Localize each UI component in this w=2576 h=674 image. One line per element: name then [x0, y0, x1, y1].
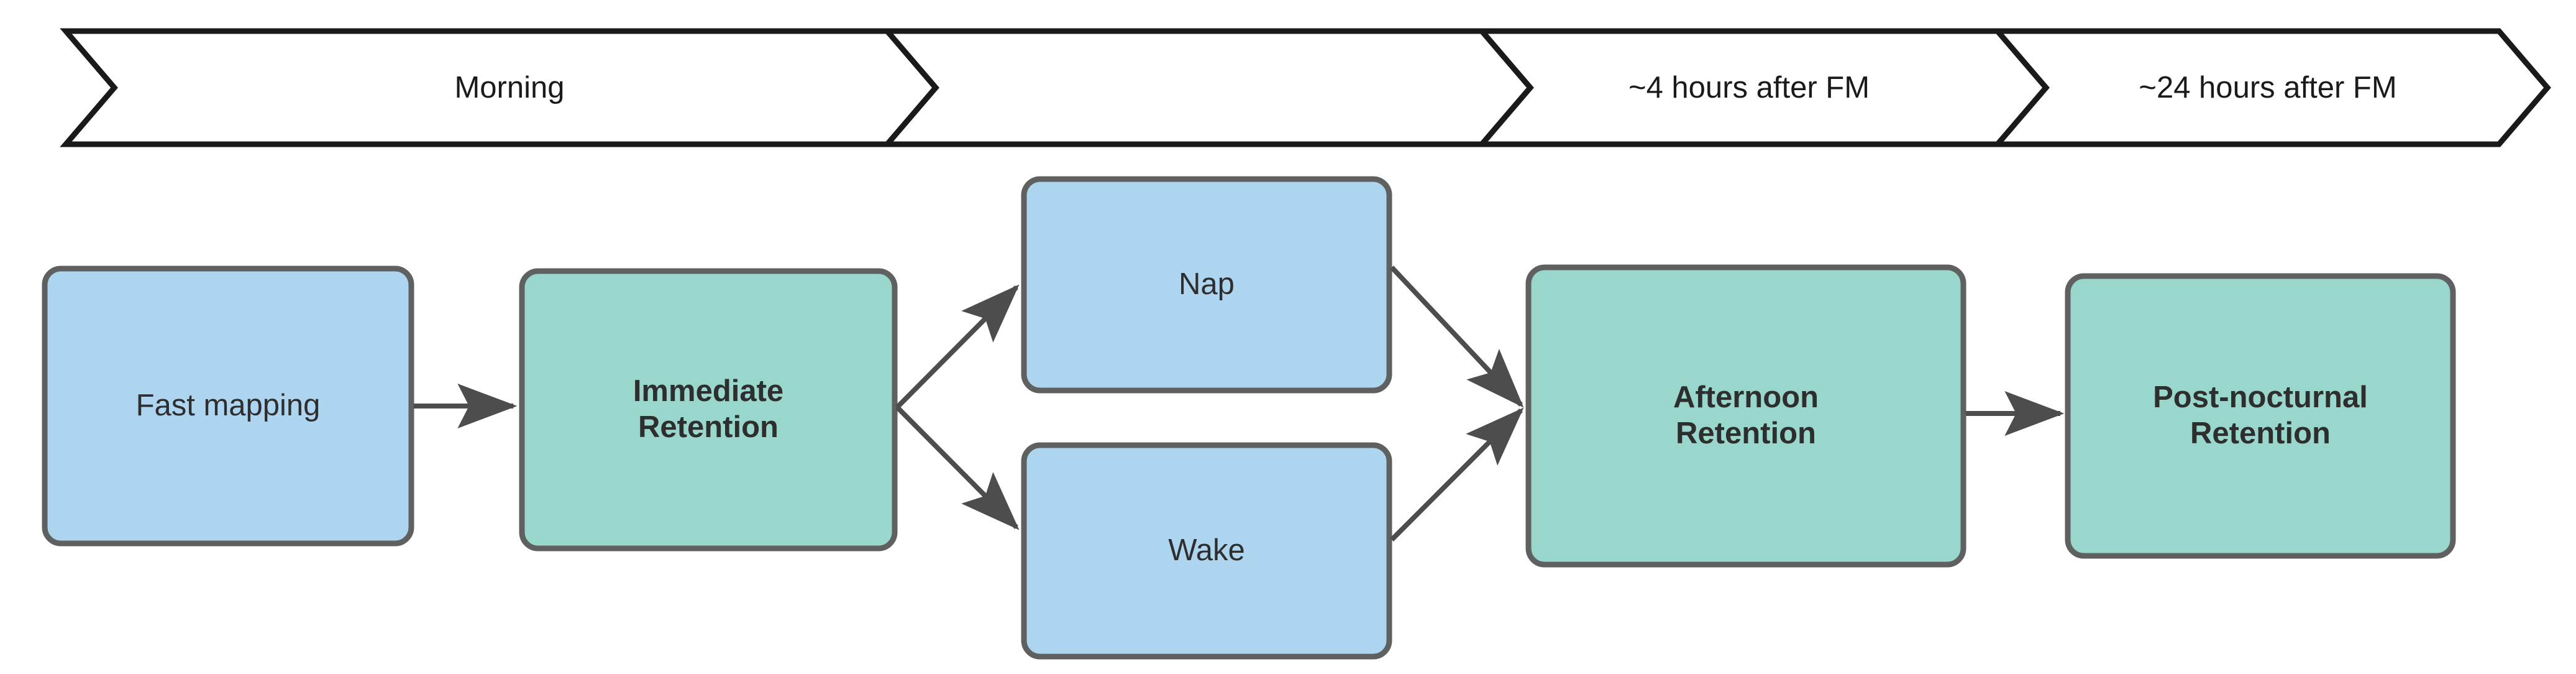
- node-box-immediate-retention[interactable]: [519, 268, 898, 552]
- arrow-nap-to-afternoon: [1390, 265, 1524, 408]
- node-box-wake[interactable]: [1021, 442, 1392, 660]
- arrow-immediate-to-wake: [895, 405, 1020, 530]
- node-box-post-nocturnal-retention[interactable]: [2065, 273, 2456, 559]
- chevron-segment-24-hours: [1991, 28, 2551, 147]
- chevron-segment-4-hours: [1476, 28, 2050, 147]
- arrow-wake-to-afternoon: [1390, 407, 1524, 542]
- node-boxes: [42, 176, 2456, 660]
- chevron-segment-morning: [60, 28, 939, 147]
- node-box-fast-mapping[interactable]: [42, 265, 414, 547]
- arrow-immediate-to-nap: [895, 284, 1020, 409]
- timeline-chevron-banner: [60, 28, 2551, 147]
- chevron-segment-blank: [881, 28, 1534, 147]
- node-box-afternoon-retention[interactable]: [1525, 264, 1966, 568]
- flow-arrows: [414, 265, 2065, 542]
- node-box-nap[interactable]: [1021, 176, 1392, 394]
